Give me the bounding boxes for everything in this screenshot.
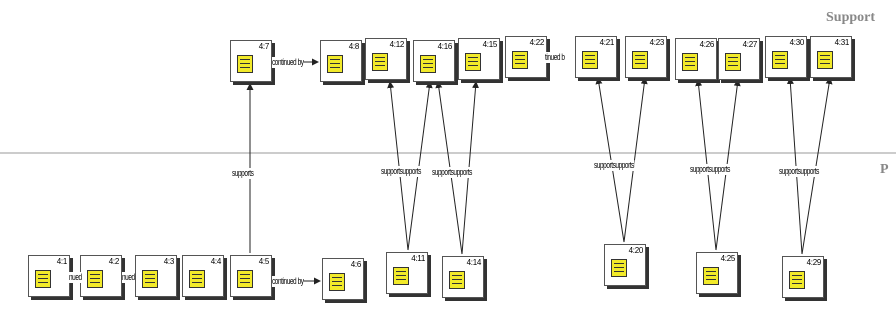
document-icon [789,271,805,289]
document-icon [449,271,465,289]
quotation-node[interactable]: 4:23 [625,36,667,78]
document-icon [327,55,343,73]
node-id-label: 4:4 [210,257,222,266]
document-icon [237,55,253,73]
document-icon [420,55,436,73]
document-icon [237,270,253,288]
document-icon [582,51,598,69]
document-icon [611,259,627,277]
quotation-node[interactable]: 4:31 [810,36,852,78]
quotation-node[interactable]: 4:12 [365,38,407,80]
node-id-label: 4:15 [482,40,498,49]
edge-label: continued by [272,57,304,68]
node-id-label: 4:12 [389,40,405,49]
edge-label: nued [122,272,135,283]
quotation-node[interactable]: 4:20 [604,244,646,286]
edge-label: continued by [272,276,304,287]
node-id-label: 4:25 [720,254,736,263]
quotation-node[interactable]: 4:29 [782,256,824,298]
document-icon [189,270,205,288]
node-id-label: 4:6 [350,260,362,269]
node-id-label: 4:8 [348,42,360,51]
edge-label: supports [232,168,254,179]
node-id-label: 4:26 [699,40,715,49]
document-icon [87,270,103,288]
node-id-label: 4:21 [599,38,615,47]
node-id-label: 4:20 [628,246,644,255]
node-id-label: 4:7 [258,42,270,51]
edge-arrow [623,77,648,243]
quotation-node[interactable]: 4:2 [80,255,122,297]
node-id-label: 4:14 [466,258,482,267]
edge-label: supportsupports [594,160,634,171]
quotation-node[interactable]: 4:16 [413,40,455,82]
quotation-node[interactable]: 4:26 [675,38,717,80]
node-id-label: 4:1 [56,257,68,266]
quotation-node[interactable]: 4:4 [182,255,224,297]
quotation-node[interactable]: 4:21 [575,36,617,78]
quotation-node[interactable]: 4:11 [386,252,428,294]
quotation-node[interactable]: 4:14 [442,256,484,298]
document-icon [725,53,741,71]
node-id-label: 4:3 [163,257,175,266]
node-id-label: 4:27 [742,40,758,49]
document-icon [393,267,409,285]
quotation-node[interactable]: 4:27 [718,38,760,80]
document-icon [142,270,158,288]
edge-label: supportsupports [779,166,819,177]
region-label-p: P [880,162,889,177]
document-icon [772,51,788,69]
quotation-node[interactable]: 4:30 [765,36,807,78]
edge-label: nued [69,272,82,283]
node-id-label: 4:22 [529,38,545,47]
region-label-support: Support [826,10,876,25]
quotation-node[interactable]: 4:7 [230,40,272,82]
edge-label: supportsupports [432,167,472,178]
node-id-label: 4:29 [806,258,822,267]
document-icon [329,273,345,291]
node-id-label: 4:23 [649,38,665,47]
edge-label: supportsupports [381,166,421,177]
node-id-label: 4:2 [108,257,120,266]
quotation-node[interactable]: 4:1 [28,255,70,297]
document-icon [632,51,648,69]
document-icon [703,267,719,285]
edge-label: tinued b [545,52,565,63]
document-icon [372,53,388,71]
node-id-label: 4:30 [789,38,805,47]
node-id-label: 4:16 [437,42,453,51]
quotation-node[interactable]: 4:5 [230,255,272,297]
document-icon [465,53,481,71]
quotation-node[interactable]: 4:15 [458,38,500,80]
document-icon [35,270,51,288]
edge-label: supportsupports [690,164,730,175]
quotation-node[interactable]: 4:6 [322,258,364,300]
document-icon [682,53,698,71]
quotation-node[interactable]: 4:3 [135,255,177,297]
node-id-label: 4:11 [411,254,425,263]
quotation-node[interactable]: 4:22 [505,36,547,78]
document-icon [817,51,833,69]
quotation-node[interactable]: 4:8 [320,40,362,82]
node-id-label: 4:5 [258,257,270,266]
document-icon [512,51,528,69]
node-id-label: 4:31 [834,38,850,47]
quotation-node[interactable]: 4:25 [696,252,738,294]
